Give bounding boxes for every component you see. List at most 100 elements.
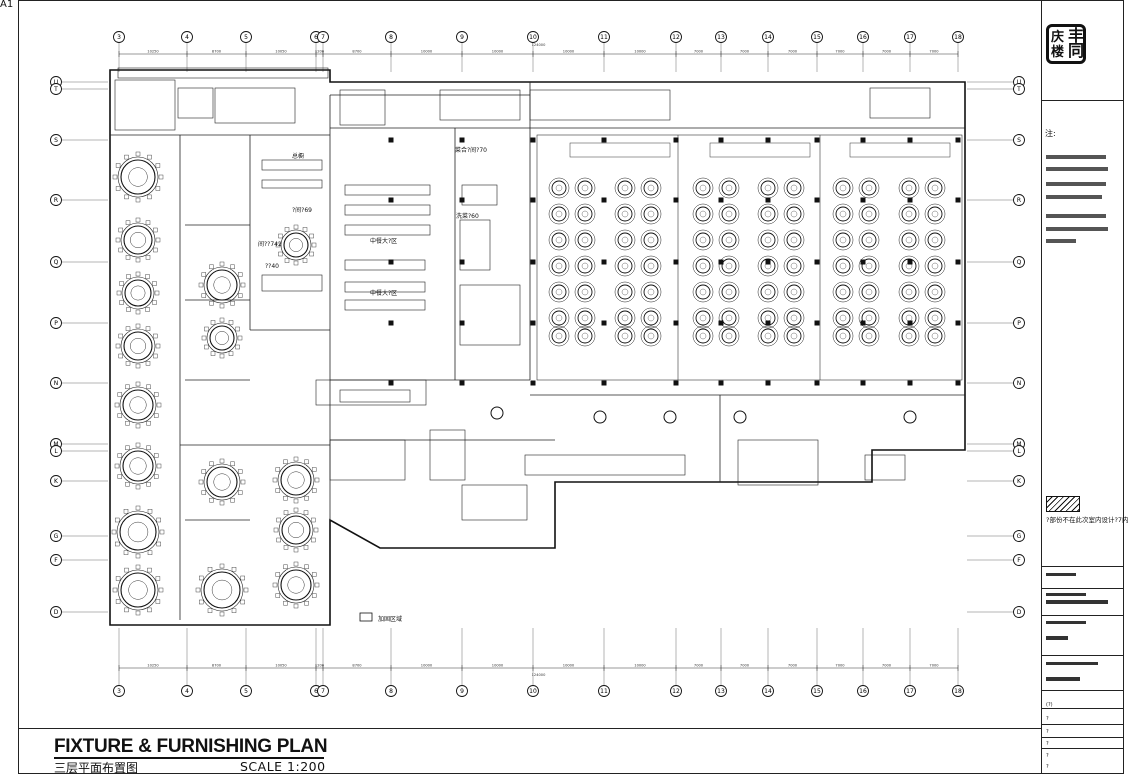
room-labels: 总橱 中餐大?区 中餐大?区 ?间?69 间??742 ??40 洗菜?60 菜… xyxy=(258,146,487,623)
column-bubble-16 xyxy=(857,685,869,697)
banquet-table xyxy=(551,232,567,248)
structural-column xyxy=(459,320,465,326)
dimension-value: 7000 xyxy=(788,50,798,54)
kitchen-counter xyxy=(344,259,426,271)
private-room-table xyxy=(280,464,312,496)
banquet-chair-ring xyxy=(718,281,740,303)
dimension-value: 7000 xyxy=(740,664,750,668)
banquet-chair-ring xyxy=(548,177,570,199)
banquet-table xyxy=(643,180,659,196)
structural-column xyxy=(765,259,771,265)
row-bubble-U-label: U xyxy=(54,79,58,86)
private-room-table-chair xyxy=(156,402,162,408)
private-room-table-chair-ring xyxy=(121,276,155,310)
private-room-table-chair xyxy=(145,220,151,225)
private-room-table-chair xyxy=(125,326,131,331)
structural-column xyxy=(907,380,913,386)
private-room-table-chair-ring xyxy=(206,322,238,354)
banquet-chair-ring xyxy=(640,177,662,199)
private-room-table-chair xyxy=(275,572,281,577)
structural-column xyxy=(955,197,961,203)
banquet-chair-ring xyxy=(614,203,636,225)
private-room-table-chair xyxy=(124,567,129,573)
private-room-table-chair-ring xyxy=(280,229,312,261)
banquet-chair-ring xyxy=(783,177,805,199)
structural-column xyxy=(388,380,394,386)
private-room-table-chair xyxy=(115,163,121,168)
private-room-table-chair xyxy=(125,384,130,390)
banquet-chair-ring xyxy=(718,229,740,251)
sheet-border xyxy=(18,0,1124,774)
structural-column xyxy=(955,259,961,265)
private-room-table-chair xyxy=(135,553,141,559)
private-room-table-chair xyxy=(293,224,299,230)
dimension-value: 7000 xyxy=(882,50,892,54)
banquet-table xyxy=(861,180,877,196)
column-bubble-8 xyxy=(385,685,397,697)
private-room-table-chair xyxy=(153,392,159,397)
banquet-table xyxy=(721,284,737,300)
banquet-chair-ring xyxy=(783,255,805,277)
private-room-table-chair xyxy=(156,463,162,469)
banquet-chair-ring xyxy=(898,203,920,225)
panel-divider xyxy=(1041,566,1124,567)
structural-column xyxy=(530,320,536,326)
column-bubble-18-label: 18 xyxy=(954,34,962,41)
private-room-table-chair-ring xyxy=(200,568,244,612)
banquet-table-center xyxy=(621,332,629,340)
private-room-table-chair xyxy=(209,300,214,306)
column-bubble-4-label: 4 xyxy=(185,34,189,41)
panel-divider xyxy=(1041,748,1124,749)
private-room-table-chair xyxy=(240,479,246,485)
row-bubble-K-label: K xyxy=(1017,478,1022,485)
column-bubble-8-label: 8 xyxy=(389,34,393,41)
panel-divider xyxy=(1041,724,1124,725)
banquet-table-center xyxy=(555,288,563,296)
banquet-table xyxy=(721,258,737,274)
row-bubble-D xyxy=(50,606,62,618)
banquet-table-center xyxy=(839,210,847,218)
banquet-chair-ring xyxy=(548,307,570,329)
row-bubble-G-label: G xyxy=(54,533,59,540)
private-room-table-chair xyxy=(219,563,225,569)
banquet-stage xyxy=(849,142,951,158)
column-bubble-18 xyxy=(952,685,964,697)
banquet-table-center xyxy=(699,332,707,340)
row-bubble-N-label: N xyxy=(54,380,59,387)
private-room-table-chair xyxy=(272,582,278,588)
row-bubble-M-label: M xyxy=(53,441,58,448)
private-room-table-chair-ring xyxy=(120,222,156,258)
private-room-table-chair xyxy=(156,541,161,547)
banquet-table xyxy=(617,258,633,274)
column-bubble-5-label: 5 xyxy=(244,34,248,41)
row-bubble-K xyxy=(1013,475,1025,487)
private-room-table-chair xyxy=(147,550,153,555)
banquet-table-center xyxy=(764,184,772,192)
column-bubble-14-label: 14 xyxy=(764,34,772,41)
banquet-table xyxy=(786,258,802,274)
room-label-add-area: 加固区域 xyxy=(378,615,402,623)
banquet-table-center xyxy=(790,210,798,218)
banquet-chair-ring xyxy=(718,325,740,347)
banquet-table-center xyxy=(581,210,589,218)
banquet-chair-ring xyxy=(640,281,662,303)
kitchen-counter xyxy=(214,87,296,124)
private-room-table-chair xyxy=(275,242,281,248)
note-line xyxy=(1046,227,1108,231)
private-room-table-chair xyxy=(117,413,123,418)
column-bubble-15 xyxy=(811,31,823,43)
structural-column xyxy=(673,197,679,203)
private-room-table-chair xyxy=(283,564,288,570)
private-room-table-chair xyxy=(228,320,234,325)
banquet-table xyxy=(551,180,567,196)
banquet-chair-ring xyxy=(574,307,596,329)
private-room-table xyxy=(124,279,152,307)
private-room-table-chair xyxy=(283,600,288,606)
row-bubble-R-label: R xyxy=(54,197,58,204)
private-room-table-chair xyxy=(154,290,160,296)
banquet-table-center xyxy=(839,332,847,340)
column-bubble-12 xyxy=(670,31,682,43)
banquet-table-center xyxy=(647,184,655,192)
banquet-table-center xyxy=(725,236,733,244)
